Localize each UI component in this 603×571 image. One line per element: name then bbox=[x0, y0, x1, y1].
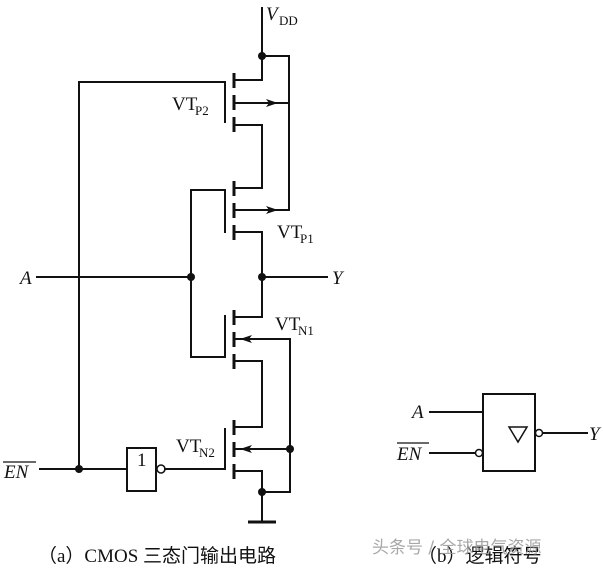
input-a-label: A bbox=[18, 268, 32, 289]
transistor-vtp2 bbox=[224, 73, 290, 132]
enable-label-group: EN bbox=[3, 461, 36, 483]
watermark: 头条号 / 全球电气资源 bbox=[372, 538, 542, 558]
vtp1-label: VT bbox=[277, 222, 303, 243]
vtn1-label: VT bbox=[275, 314, 301, 335]
inverter-label: 1 bbox=[137, 450, 147, 471]
vtn2-label: VT bbox=[176, 436, 202, 457]
vtp2-label: VT bbox=[172, 94, 198, 115]
enable-label: EN bbox=[3, 462, 30, 483]
symbol-enable-label: EN bbox=[396, 444, 423, 465]
transistor-vtn1 bbox=[224, 310, 291, 369]
output-y-label: Y bbox=[332, 268, 345, 289]
symbol-output-y-label: Y bbox=[589, 424, 602, 445]
vdd-rail bbox=[258, 7, 290, 211]
transistor-vtn2 bbox=[224, 420, 294, 479]
transistor-vtp1 bbox=[224, 181, 290, 240]
tristate-buffer-symbol bbox=[429, 393, 588, 472]
gate-a-bus bbox=[190, 189, 226, 358]
vdd-label: V bbox=[266, 4, 280, 25]
vdd-label-sub: DD bbox=[279, 13, 298, 28]
caption-a: （a）CMOS 三态门输出电路 bbox=[38, 545, 276, 567]
inverter-gate bbox=[126, 447, 166, 492]
symbol-input-a-label: A bbox=[410, 402, 424, 423]
caption-b: （b）逻辑符号 bbox=[418, 545, 542, 567]
vtp1-label-sub: P1 bbox=[300, 231, 314, 246]
vtn1-label-sub: N1 bbox=[298, 323, 314, 338]
vtp2-label-sub: P2 bbox=[195, 103, 209, 118]
ground-symbol bbox=[248, 470, 291, 524]
vtn2-label-sub: N2 bbox=[199, 445, 215, 460]
